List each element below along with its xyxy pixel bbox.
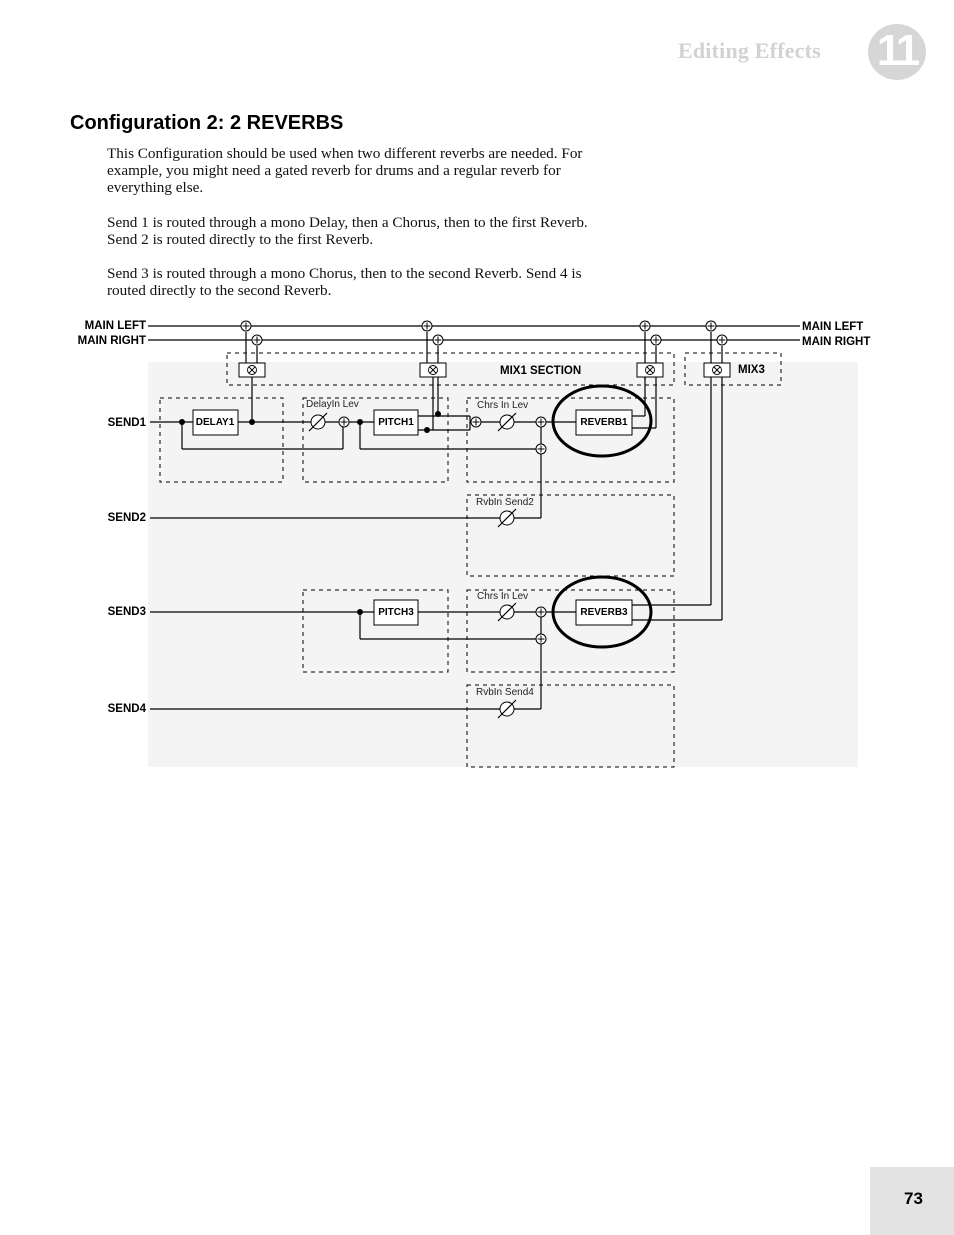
send4-section-frame <box>466 684 675 768</box>
mix3-reverb-node <box>703 362 731 378</box>
reverb-in-send2-label: RvbIn Send2 <box>476 497 534 508</box>
delay-in-level-label: DelayIn Lev <box>306 399 359 410</box>
send3-label: SEND3 <box>108 606 146 618</box>
delay1-section-frame <box>159 397 284 483</box>
paragraph-2: Send 1 is routed through a mono Delay, t… <box>107 214 588 249</box>
chapter-title: Editing Effects <box>678 38 821 63</box>
paragraph-3: Send 3 is routed through a mono Chorus, … <box>107 265 582 300</box>
pitch3-block <box>373 599 419 626</box>
page-number: 73 <box>904 1189 923 1208</box>
mix1-pitch-node <box>419 362 447 378</box>
pitch1-section-frame <box>302 397 449 483</box>
reverb3-highlight <box>551 575 653 649</box>
pitch1-block <box>373 409 419 436</box>
chapter-number-badge: 11 <box>868 24 926 80</box>
delay1-label: DELAY1 <box>196 417 235 428</box>
reverb-in-send4-label: RvbIn Send4 <box>476 687 534 698</box>
mix1-reverb-node <box>636 362 664 378</box>
page-number-box: 73 <box>870 1167 954 1235</box>
reverb3-block <box>575 599 633 626</box>
reverb1-label: REVERB1 <box>580 417 628 428</box>
reverb3-section-frame <box>466 589 675 673</box>
mix1-delay-node <box>238 362 266 378</box>
chapter-number: 11 <box>876 26 921 75</box>
reverb1-highlight <box>551 384 653 458</box>
reverb3-label: REVERB3 <box>580 607 628 618</box>
pitch1-label: PITCH1 <box>378 417 414 428</box>
routing-diagram: MAIN LEFT MAIN RIGHT MAIN LEFT MAIN RIGH… <box>60 310 890 775</box>
main-right-out-label: MAIN RIGHT <box>802 336 870 348</box>
section-title: Configuration 2: 2 REVERBS <box>70 112 344 134</box>
send1-label: SEND1 <box>108 417 147 429</box>
mix3-label: MIX3 <box>738 364 765 376</box>
mix1-section-label: MIX1 SECTION <box>500 365 581 377</box>
send2-label: SEND2 <box>108 512 146 524</box>
pitch3-section-frame <box>302 589 449 673</box>
pitch3-label: PITCH3 <box>378 607 414 618</box>
main-left-out-label: MAIN LEFT <box>802 321 863 333</box>
send4-label: SEND4 <box>108 703 147 715</box>
main-right-in-label: MAIN RIGHT <box>78 335 146 347</box>
paragraph-1: This Configuration should be used when t… <box>107 145 583 197</box>
chorus-in-level-3-label: Chrs In Lev <box>477 591 528 602</box>
delay1-block <box>192 409 239 436</box>
mix3-section-frame <box>684 352 782 386</box>
chorus-in-level-1-label: Chrs In Lev <box>477 400 528 411</box>
reverb1-block <box>575 409 633 436</box>
main-left-in-label: MAIN LEFT <box>85 320 146 332</box>
reverb1-section-frame <box>466 397 675 483</box>
